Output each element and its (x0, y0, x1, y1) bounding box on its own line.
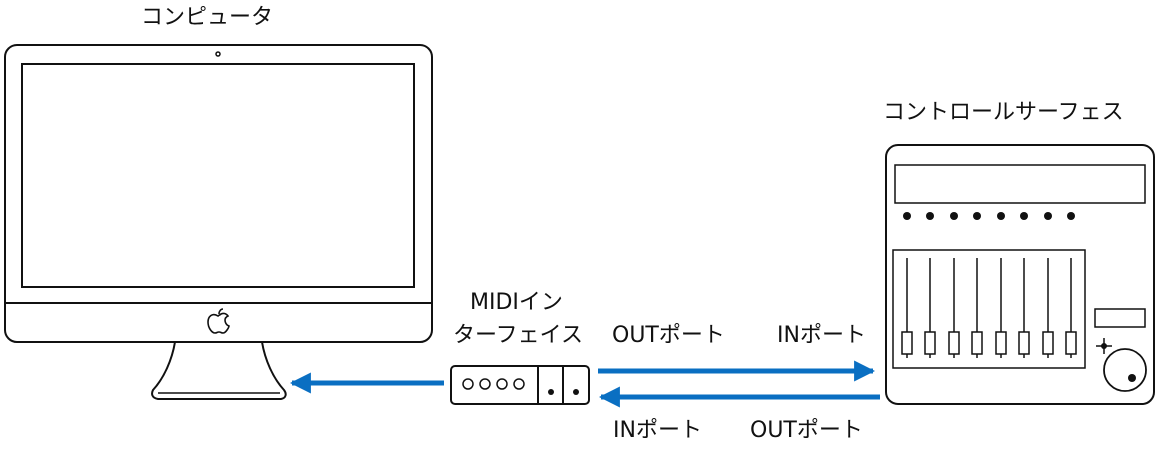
in-port-label-top: INポート (777, 323, 866, 348)
out-port-label-bottom: OUTポート (750, 418, 863, 443)
control-surface-label: コントロールサーフェス (883, 100, 1124, 125)
out-port-label-top: OUTポート (612, 323, 725, 348)
computer-icon (4, 44, 433, 400)
apple-logo-icon (207, 308, 230, 334)
control-surface-icon (885, 144, 1155, 405)
computer-label: コンピュータ (141, 5, 274, 30)
midi-interface-label-line1: MIDIイン (470, 290, 563, 315)
midi-interface-label-line2: ターフェイス (453, 323, 584, 348)
midi-interface-icon (450, 365, 590, 405)
in-port-label-bottom: INポート (613, 418, 702, 443)
